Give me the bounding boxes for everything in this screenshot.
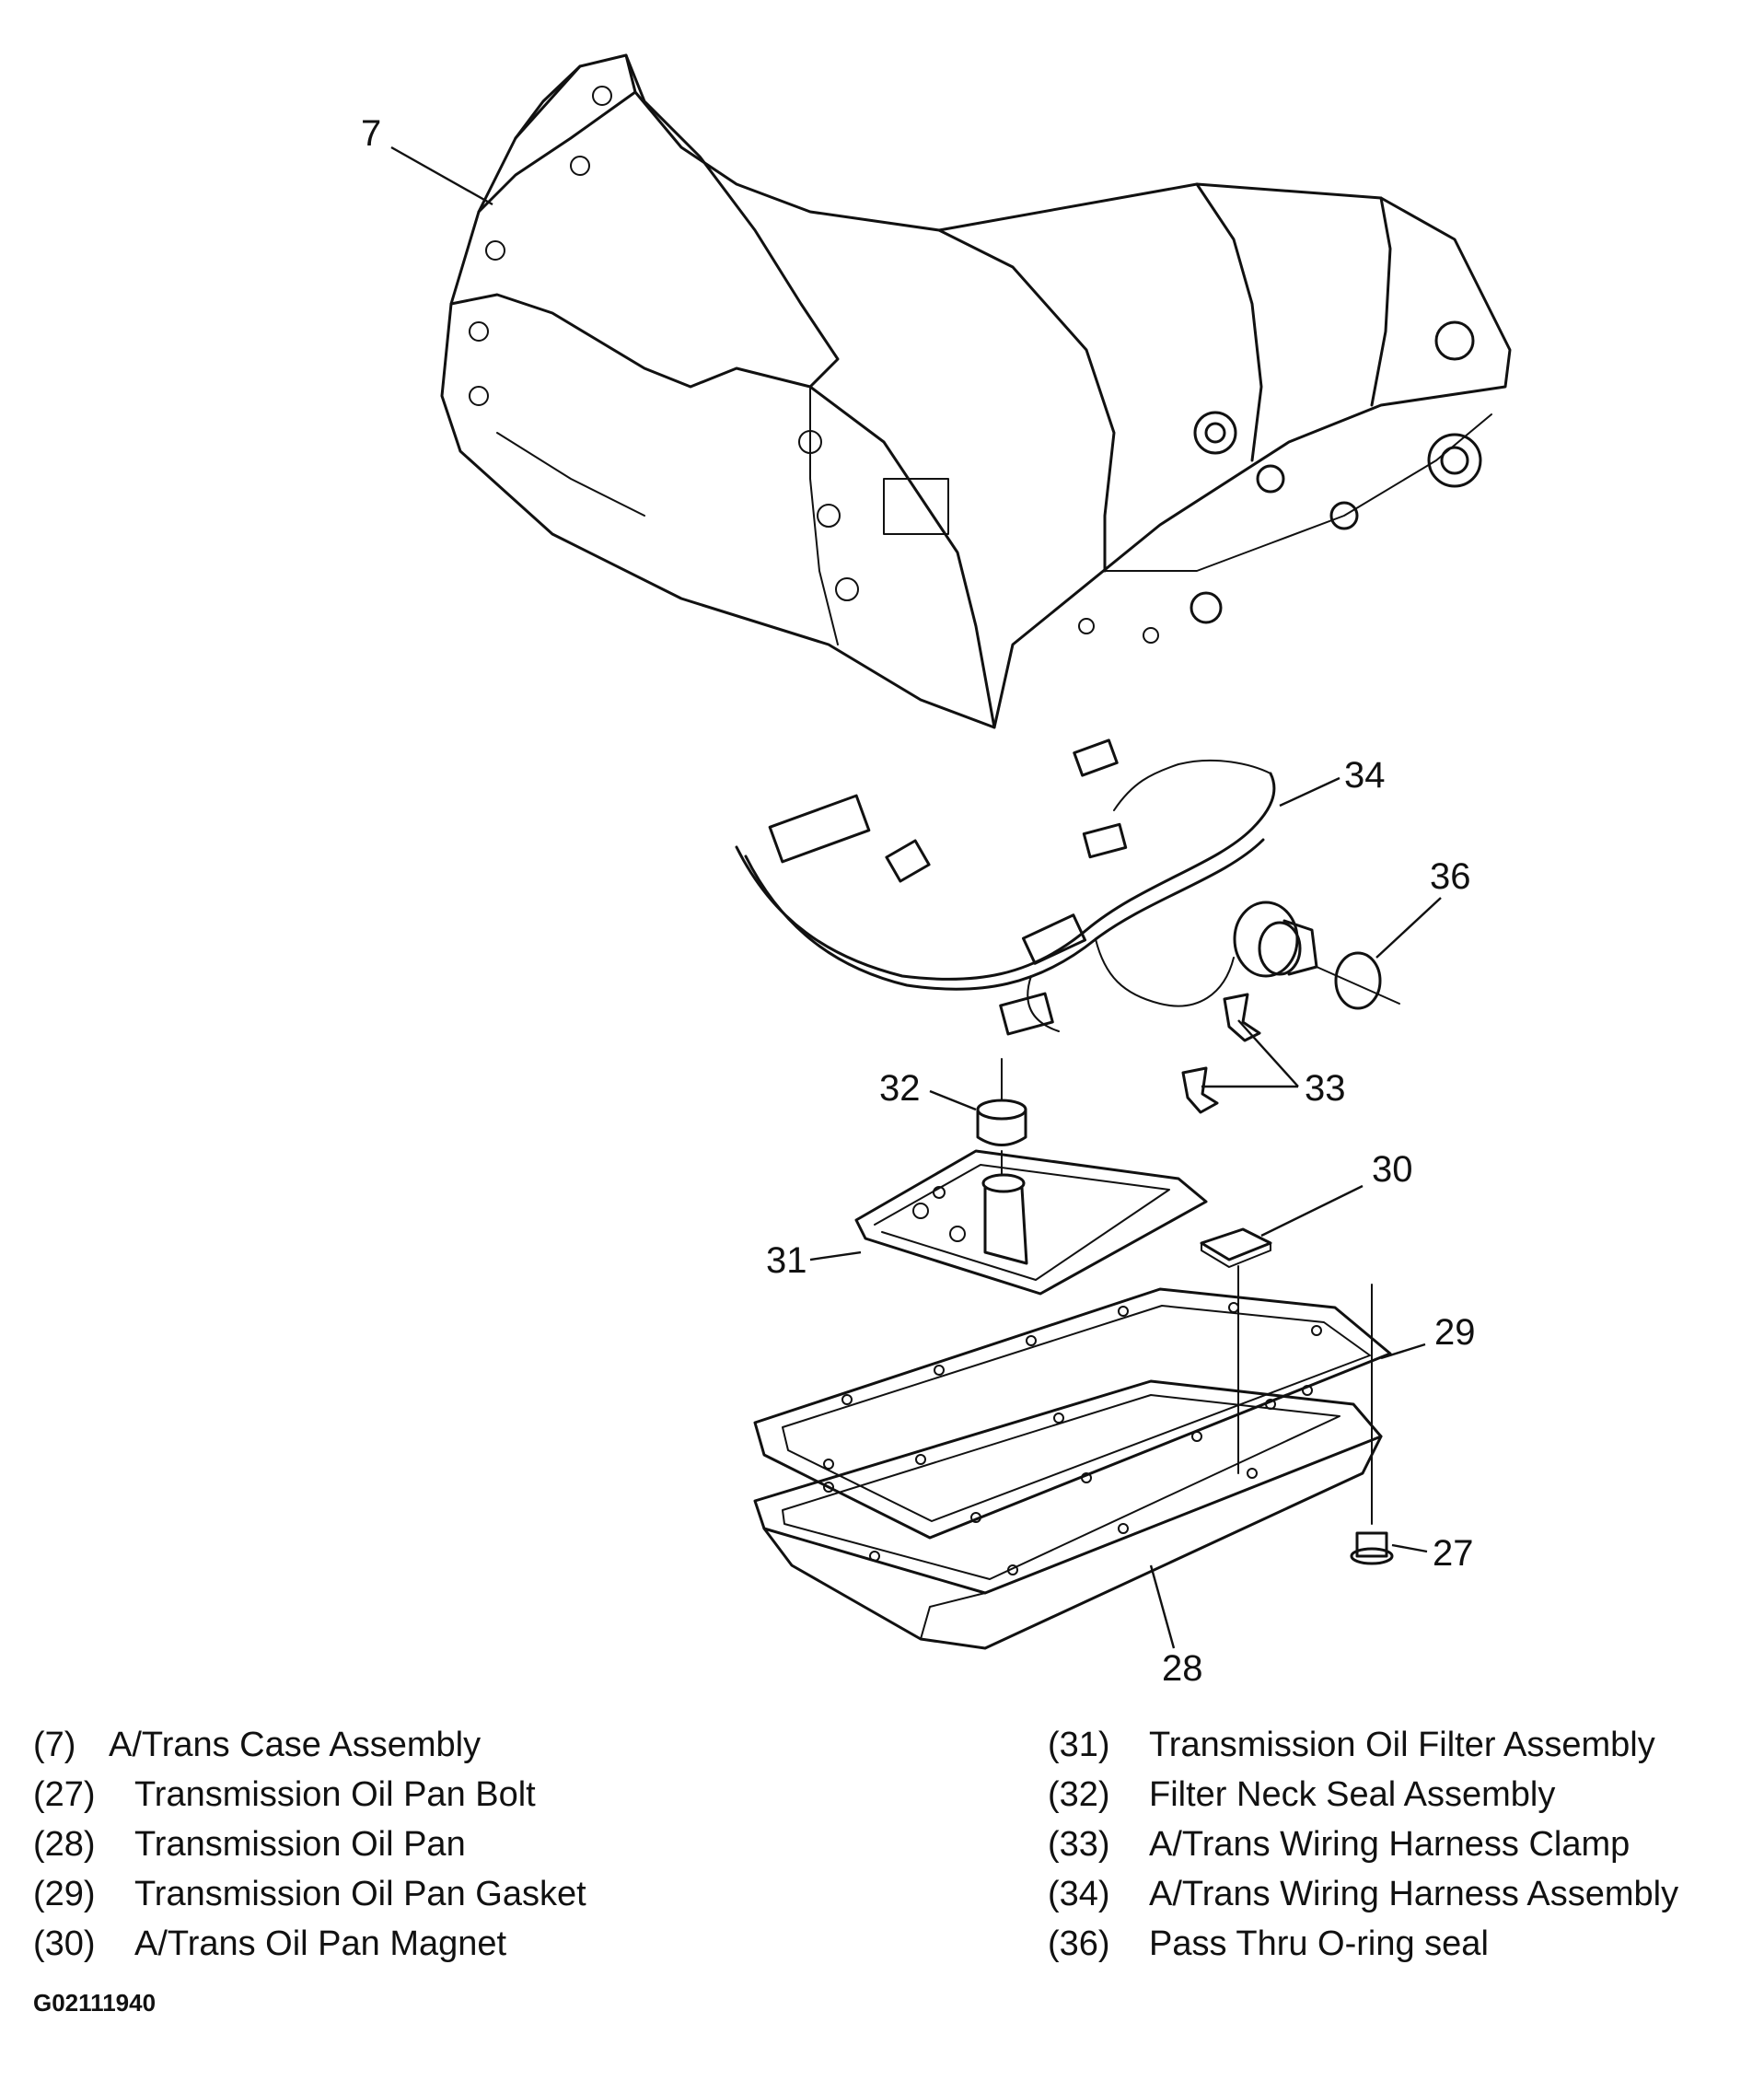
legend-item-number: (33) (1048, 1825, 1110, 1864)
legend-item-label: Transmission Oil Pan (134, 1825, 466, 1864)
legend-item: (32) Filter Neck Seal Assembly (1048, 1770, 1678, 1819)
callout-27: 27 (1433, 1533, 1474, 1574)
callout-30: 30 (1372, 1149, 1413, 1190)
legend-item: (7) A/Trans Case Assembly (33, 1720, 586, 1770)
wiring-harness (735, 738, 1318, 1036)
legend-item: (31) Transmission Oil Filter Assembly (1048, 1720, 1678, 1770)
callout-32: 32 (879, 1068, 921, 1109)
legend-item: (27) Transmission Oil Pan Bolt (33, 1770, 586, 1819)
legend-item: (30) A/Trans Oil Pan Magnet (33, 1919, 586, 1969)
callout-29: 29 (1434, 1312, 1476, 1353)
legend-item-number: (31) (1048, 1726, 1110, 1764)
callout-34: 34 (1344, 755, 1386, 796)
legend-item-number: (27) (33, 1775, 96, 1814)
legend-item: (28) Transmission Oil Pan (33, 1819, 586, 1869)
legend-item-number: (28) (33, 1825, 96, 1864)
legend-item-label: Transmission Oil Pan Gasket (134, 1875, 586, 1913)
legend-item-label: Pass Thru O-ring seal (1149, 1924, 1489, 1963)
leader-lines (390, 145, 1442, 1649)
figure-id: G02111940 (33, 1989, 157, 2017)
oil-filter (854, 1149, 1208, 1296)
legend-item-number: (7) (33, 1726, 76, 1764)
o-ring-seal (1316, 951, 1400, 1010)
oil-pan-magnet (1200, 1227, 1272, 1474)
callout-31: 31 (766, 1240, 807, 1281)
callout-28: 28 (1162, 1648, 1203, 1685)
legend-item-label: A/Trans Case Assembly (109, 1726, 482, 1764)
harness-clamps (1181, 993, 1261, 1114)
legend-item-label: A/Trans Wiring Harness Assembly (1149, 1875, 1679, 1913)
transmission-case (440, 53, 1512, 729)
callout-36: 36 (1430, 856, 1471, 897)
legend-column-left: (7) A/Trans Case Assembly (27) Transmiss… (33, 1720, 586, 1969)
legend-item-number: (30) (33, 1924, 96, 1963)
legend-item-number: (32) (1048, 1775, 1110, 1814)
legend-item-label: A/Trans Wiring Harness Clamp (1149, 1825, 1631, 1864)
legend-item: (36) Pass Thru O-ring seal (1048, 1919, 1678, 1969)
legend-item-number: (36) (1048, 1924, 1110, 1963)
legend-column-right: (31) Transmission Oil Filter Assembly (3… (1048, 1720, 1678, 1969)
exploded-view-diagram: 7 34 36 33 32 30 31 29 27 28 (361, 53, 1512, 1685)
callout-numbers: 7 34 36 33 32 30 31 29 27 28 (361, 113, 1476, 1685)
legend-item: (29) Transmission Oil Pan Gasket (33, 1869, 586, 1919)
legend-item-number: (34) (1048, 1875, 1110, 1913)
callout-33: 33 (1305, 1068, 1346, 1109)
legend-item-label: Filter Neck Seal Assembly (1149, 1775, 1556, 1814)
parts-legend: (7) A/Trans Case Assembly (27) Transmiss… (0, 1720, 1764, 1996)
callout-7: 7 (361, 113, 381, 154)
oil-pan (753, 1379, 1383, 1650)
oil-pan-bolt (1350, 1284, 1394, 1565)
legend-item-label: Transmission Oil Pan Bolt (134, 1775, 536, 1814)
oil-pan-gasket (753, 1287, 1392, 1540)
legend-item-label: Transmission Oil Filter Assembly (1149, 1726, 1655, 1764)
legend-item: (34) A/Trans Wiring Harness Assembly (1048, 1869, 1678, 1919)
legend-item-number: (29) (33, 1875, 96, 1913)
legend-item-label: A/Trans Oil Pan Magnet (134, 1924, 507, 1963)
legend-item: (33) A/Trans Wiring Harness Clamp (1048, 1819, 1678, 1869)
